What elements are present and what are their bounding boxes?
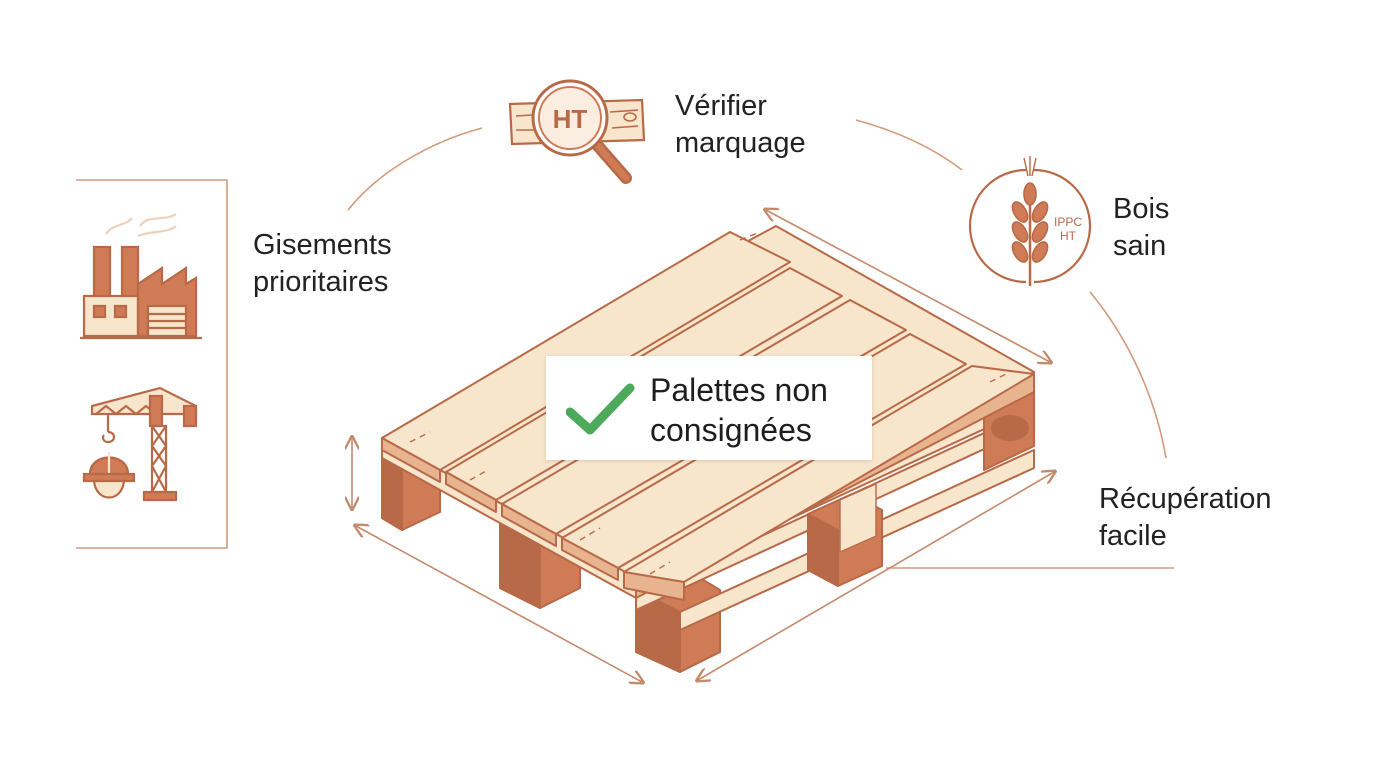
factory-icon — [80, 213, 202, 340]
callout-palettes-non-consignees: Palettes non consignées — [546, 356, 872, 460]
callout-line-1: Palettes non — [650, 372, 828, 408]
label-gisements-prioritaires: Gisements prioritaires — [253, 227, 392, 301]
callout-text: Palettes non consignées — [650, 370, 828, 450]
ippc-stamp-line-2: HT — [1060, 229, 1077, 243]
label-gisements-line-2: prioritaires — [253, 266, 389, 298]
crane-icon — [90, 386, 198, 502]
wheat-icon: IPPC HT — [968, 156, 1092, 286]
label-recup-line-2: facile — [1099, 520, 1167, 552]
label-bois-line-1: Bois — [1113, 193, 1170, 225]
ippc-stamp-line-1: IPPC — [1054, 215, 1082, 229]
label-recup-line-1: Récupération — [1099, 483, 1272, 515]
label-bois-line-2: sain — [1113, 230, 1167, 262]
label-verifier-line-1: Vérifier — [675, 90, 767, 122]
magnifier-icon: HT — [508, 79, 646, 184]
label-verifier-marquage: Vérifier marquage — [675, 88, 806, 162]
label-gisements-line-1: Gisements — [253, 229, 392, 261]
ht-stamp: HT — [553, 104, 588, 134]
sources-bracket — [76, 179, 228, 549]
checkmark-icon — [566, 383, 635, 435]
label-recuperation-facile: Récupération facile — [1099, 481, 1272, 555]
callout-line-2: consignées — [650, 412, 812, 448]
label-bois-sain: Bois sain — [1113, 191, 1169, 265]
dimension-arrows — [352, 210, 1054, 682]
label-verifier-line-2: marquage — [675, 127, 806, 159]
hard-hat-icon — [82, 452, 136, 499]
